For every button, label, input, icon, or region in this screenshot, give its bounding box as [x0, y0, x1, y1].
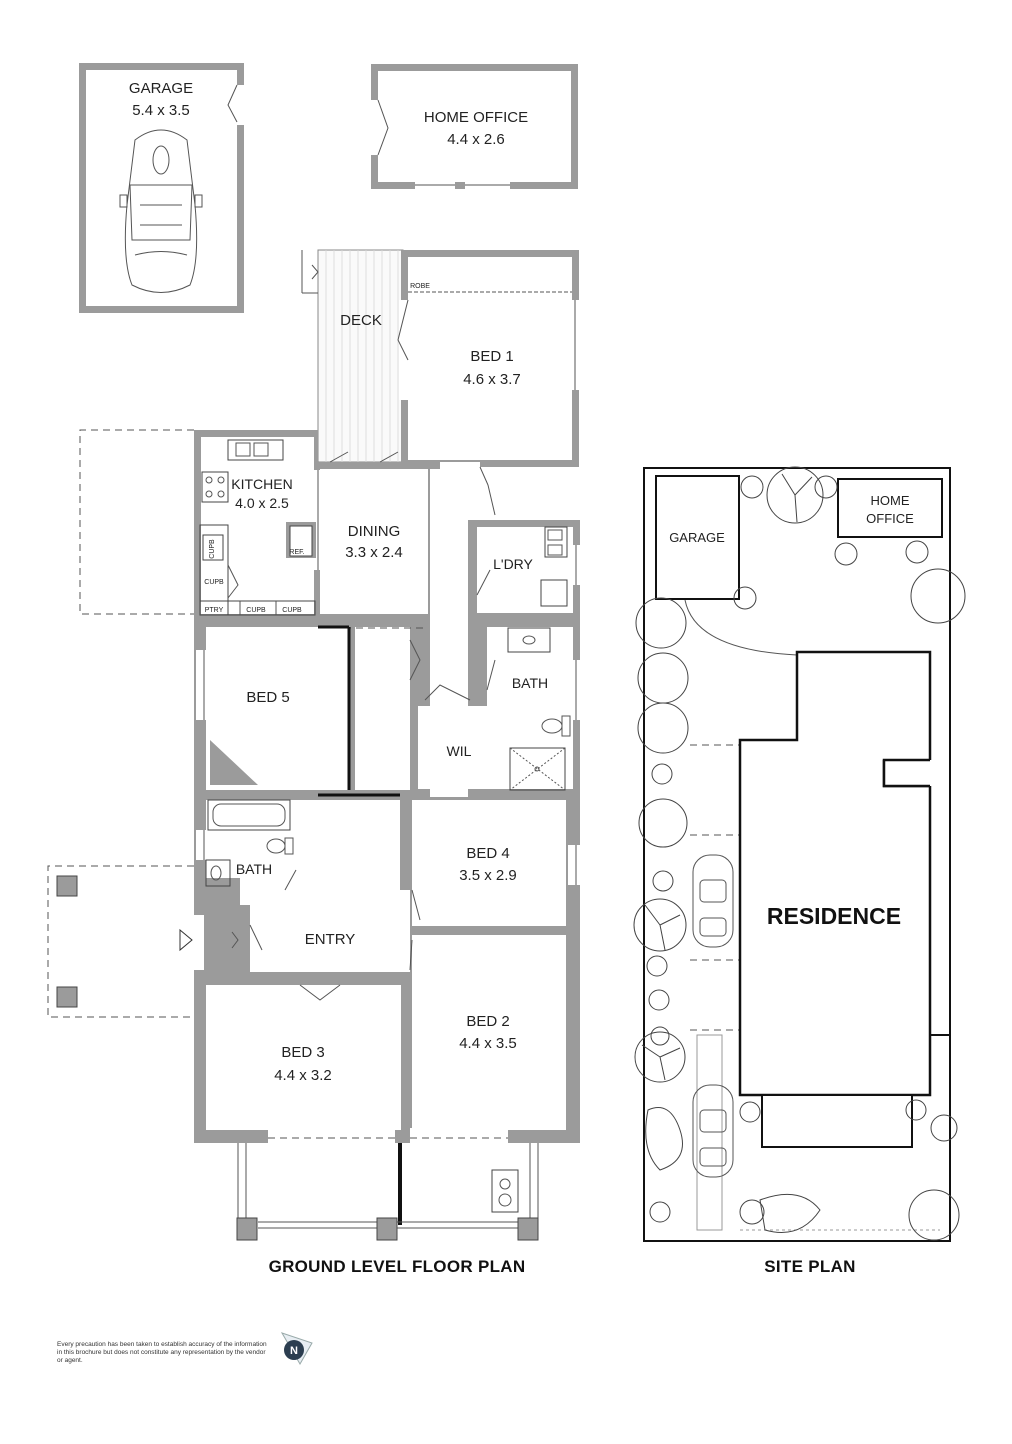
- disclaimer-text: Every precaution has been taken to estab…: [57, 1341, 267, 1364]
- north-arrow-icon: N: [280, 1332, 313, 1366]
- residence-label: RESIDENCE: [767, 903, 901, 929]
- site-garage-label: GARAGE: [669, 530, 725, 545]
- bath-lower-label: BATH: [236, 861, 272, 877]
- car-icon: [692, 1084, 734, 1178]
- deck-label: DECK: [340, 312, 382, 329]
- front-verandah: [236, 1143, 539, 1241]
- site-home-office-label-2: OFFICE: [866, 511, 914, 526]
- stove-icon: [201, 471, 229, 503]
- garage-label: GARAGE: [129, 80, 193, 97]
- site-home-office-label-1: HOME: [871, 493, 910, 508]
- robe-label: ROBE: [410, 283, 430, 290]
- bed1-size: 4.6 x 3.7: [463, 371, 521, 388]
- garage-building: GARAGE 5.4 x 3.5: [79, 63, 246, 313]
- bathtub-icon: [207, 799, 291, 831]
- bed4-label: BED 4: [466, 845, 509, 862]
- main-house: DECK ROBE BED 1 4.6 x 3.7: [47, 249, 584, 1241]
- bed2-label: BED 2: [466, 1013, 509, 1030]
- ptry-label: PTRY: [205, 607, 224, 614]
- home-office-label: HOME OFFICE: [424, 109, 528, 126]
- dining-label: DINING: [348, 523, 401, 540]
- site-plan-title: SITE PLAN: [764, 1257, 856, 1276]
- floor-plan-title: GROUND LEVEL FLOOR PLAN: [269, 1257, 526, 1276]
- car-icon: [692, 854, 734, 948]
- tree-icon: [633, 466, 966, 1241]
- kitchen-label: KITCHEN: [231, 476, 292, 492]
- kitchen-fittings: REF. CUPB CUPB PTRY CUPB CUPB: [199, 439, 316, 616]
- bed3-size: 4.4 x 3.2: [274, 1067, 332, 1084]
- wil-label: WIL: [447, 743, 472, 759]
- bed5-label: BED 5: [246, 689, 289, 706]
- bed3-label: BED 3: [281, 1044, 324, 1061]
- site-plan: GARAGE HOME OFFICE RESIDENCE: [633, 466, 966, 1242]
- shower-icon: [509, 747, 566, 791]
- cupb-label-2: CUPB: [282, 607, 302, 614]
- bed2-size: 4.4 x 3.5: [459, 1035, 517, 1052]
- kitchen-size: 4.0 x 2.5: [235, 495, 289, 511]
- cupb-label-side: CUPB: [209, 539, 216, 559]
- car-icon: [119, 129, 203, 293]
- dining-size: 3.3 x 2.4: [345, 544, 403, 561]
- deck-area: DECK: [301, 249, 404, 463]
- entry-label: ENTRY: [305, 931, 356, 948]
- bath-upper-label: BATH: [512, 675, 548, 691]
- bed1-room: ROBE BED 1 4.6 x 3.7: [397, 250, 581, 467]
- bed1-label: BED 1: [470, 348, 513, 365]
- north-label: N: [290, 1345, 298, 1357]
- laundry-label: L'DRY: [493, 556, 533, 572]
- bed4-size: 3.5 x 2.9: [459, 867, 517, 884]
- cupb-label-mid: CUPB: [204, 579, 224, 586]
- cupb-label-1: CUPB: [246, 607, 266, 614]
- sink-icon: [235, 442, 269, 457]
- ref-label: REF.: [289, 549, 304, 556]
- garage-size: 5.4 x 3.5: [132, 102, 190, 119]
- home-office-size: 4.4 x 2.6: [447, 131, 505, 148]
- toilet-icon: [541, 715, 571, 737]
- home-office-building: HOME OFFICE 4.4 x 2.6: [369, 64, 578, 191]
